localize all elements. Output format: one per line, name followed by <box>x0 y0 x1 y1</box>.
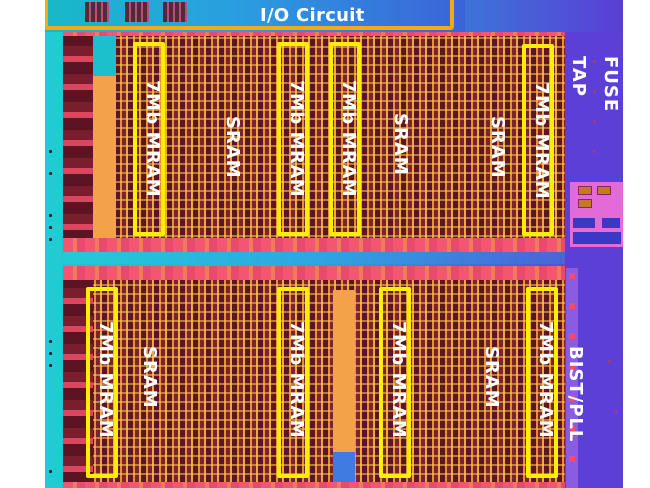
circuit-cell <box>578 186 592 195</box>
right-via <box>608 360 611 363</box>
io-pad <box>125 2 149 22</box>
edge-pad <box>49 364 52 367</box>
top-left-logic-column <box>63 36 93 242</box>
bist-pin <box>569 333 575 339</box>
bist-pin <box>569 395 575 401</box>
tap-label: TAP <box>568 56 589 98</box>
top-mram-box-4: 7Mb MRAM <box>522 44 554 236</box>
mram-label: 7Mb MRAM <box>286 321 307 439</box>
top-mram-box-3: 7Mb MRAM <box>329 42 361 236</box>
bottom-memory-array <box>63 280 566 484</box>
fuse-label: FUSE <box>600 56 621 113</box>
top-mram-box-2: 7Mb MRAM <box>277 42 309 236</box>
top-orange-column <box>93 76 116 242</box>
bist-pin <box>569 456 575 462</box>
mram-label: 7Mb MRAM <box>142 80 163 198</box>
mram-label: 7Mb MRAM <box>388 321 409 439</box>
bist-pin <box>569 273 575 279</box>
bottom-mram-box-1: 7Mb MRAM <box>86 287 118 478</box>
bottom-mram-box-3: 7Mb MRAM <box>379 287 411 478</box>
top-sram-label-3: SRAM <box>487 116 508 179</box>
edge-pad <box>49 238 52 241</box>
mram-label: 7Mb MRAM <box>338 80 359 198</box>
top-memory-array <box>63 36 566 246</box>
right-via <box>615 410 618 413</box>
io-circuit-label: I/O Circuit <box>260 5 365 26</box>
edge-pad <box>49 214 52 217</box>
io-pad <box>85 2 109 22</box>
io-circuit-annotation-box: I/O Circuit <box>45 0 454 30</box>
mram-label: 7Mb MRAM <box>535 321 556 439</box>
edge-pad <box>49 352 52 355</box>
circuit-cell <box>597 186 611 195</box>
bottom-array-footer-row <box>63 482 566 488</box>
left-periphery-strip <box>45 0 62 488</box>
fuse-tap-circuit-block <box>570 182 623 247</box>
right-via <box>593 120 596 123</box>
circuit-inner <box>573 232 621 244</box>
circuit-cell <box>578 199 592 208</box>
edge-pad <box>49 172 52 175</box>
bist-pin <box>569 364 575 370</box>
io-pad <box>163 2 187 22</box>
bottom-sram-label-1: SRAM <box>139 346 160 409</box>
right-via <box>593 150 596 153</box>
bottom-array-header-row <box>63 266 566 280</box>
mram-label: 7Mb MRAM <box>286 80 307 198</box>
edge-pad <box>49 150 52 153</box>
right-via <box>593 60 596 63</box>
edge-pad <box>49 470 52 473</box>
circuit-inner <box>573 218 595 228</box>
top-array-header-row <box>63 32 566 38</box>
bottom-mram-box-4: 7Mb MRAM <box>526 287 558 478</box>
right-via <box>593 90 596 93</box>
bottom-mram-box-2: 7Mb MRAM <box>277 287 309 478</box>
bist-pin <box>569 425 575 431</box>
background-margin <box>623 0 650 488</box>
top-cyan-block <box>93 36 116 76</box>
top-sram-label-2: SRAM <box>390 113 411 176</box>
top-sram-label-1: SRAM <box>222 116 243 179</box>
circuit-inner <box>602 218 620 228</box>
bottom-orange-column <box>333 290 355 470</box>
bottom-sram-label-2: SRAM <box>481 346 502 409</box>
bist-pll-pin-strip <box>566 268 578 488</box>
bottom-blue-block <box>333 452 355 488</box>
bist-pin <box>569 303 575 309</box>
top-array-footer-row <box>63 238 566 252</box>
bist-pll-label: BIST/PLL <box>565 346 586 443</box>
mram-label: 7Mb MRAM <box>531 82 552 200</box>
array-separator-band <box>63 252 566 264</box>
edge-pad <box>49 226 52 229</box>
top-mram-box-1: 7Mb MRAM <box>133 42 165 236</box>
mram-label: 7Mb MRAM <box>95 321 116 439</box>
edge-pad <box>49 340 52 343</box>
